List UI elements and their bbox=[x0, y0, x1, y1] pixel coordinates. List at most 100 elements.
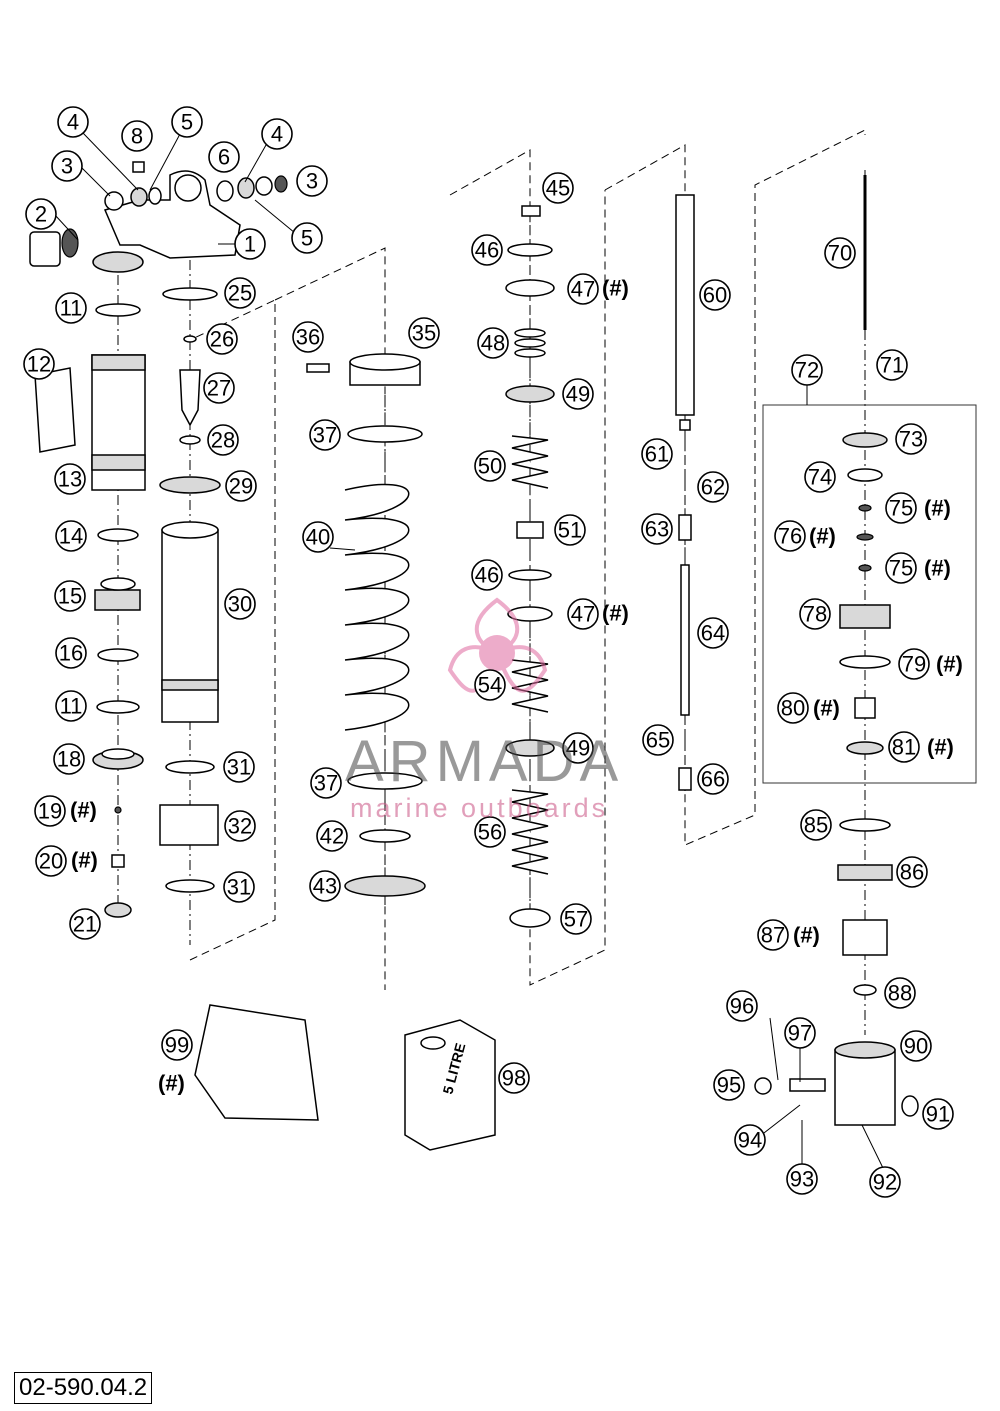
hash-76: (#) bbox=[809, 524, 836, 549]
svg-text:1: 1 bbox=[244, 232, 256, 257]
callout-94: 94 bbox=[734, 1124, 766, 1156]
callout-8: 8 bbox=[121, 120, 153, 152]
callout-99: 99 bbox=[161, 1029, 193, 1061]
spring-column bbox=[306, 353, 426, 897]
callout-2: 2 bbox=[25, 198, 57, 230]
callout-75b: 75 bbox=[885, 552, 917, 584]
watermark-tagline: marine outboards bbox=[350, 793, 609, 823]
hash-75b: (#) bbox=[924, 556, 951, 581]
svg-text:86: 86 bbox=[900, 860, 924, 885]
callout-19: 19 bbox=[34, 795, 66, 827]
svg-text:60: 60 bbox=[703, 283, 727, 308]
callout-28: 28 bbox=[207, 424, 239, 456]
callout-92: 92 bbox=[869, 1166, 901, 1198]
callout-93: 93 bbox=[786, 1163, 818, 1195]
svg-text:97: 97 bbox=[788, 1021, 812, 1046]
top-mount bbox=[29, 161, 288, 273]
svg-text:71: 71 bbox=[880, 353, 904, 378]
svg-text:49: 49 bbox=[566, 736, 590, 761]
svg-text:5: 5 bbox=[181, 110, 193, 135]
hash-20: (#) bbox=[71, 848, 98, 873]
callout-40: 40 bbox=[302, 521, 334, 553]
callout-4b: 4 bbox=[261, 118, 293, 150]
callout-29: 29 bbox=[225, 470, 257, 502]
svg-text:4: 4 bbox=[271, 122, 283, 147]
svg-text:3: 3 bbox=[61, 154, 73, 179]
svg-text:95: 95 bbox=[717, 1073, 741, 1098]
svg-text:37: 37 bbox=[313, 423, 337, 448]
callout-95: 95 bbox=[713, 1069, 745, 1101]
hash-markers: (#) (#) (#) (#) (#) (#) (#) (#) (#) (#) … bbox=[70, 276, 963, 1096]
callout-47: 47 bbox=[567, 273, 599, 305]
hash-47b: (#) bbox=[602, 601, 629, 626]
svg-text:26: 26 bbox=[210, 327, 234, 352]
callout-30: 30 bbox=[224, 588, 256, 620]
callout-3b: 3 bbox=[296, 165, 328, 197]
callout-group: 1 2 3 4 5 8 6 4 3 5 11 25 26 12 27 28 13… bbox=[23, 106, 954, 1198]
svg-text:8: 8 bbox=[131, 124, 143, 149]
callout-70: 70 bbox=[824, 237, 856, 269]
svg-text:45: 45 bbox=[546, 176, 570, 201]
callout-62: 62 bbox=[697, 471, 729, 503]
callout-65: 65 bbox=[642, 724, 674, 756]
svg-text:92: 92 bbox=[873, 1170, 897, 1195]
svg-text:80: 80 bbox=[781, 696, 805, 721]
callout-54: 54 bbox=[474, 669, 506, 701]
callout-91: 91 bbox=[922, 1098, 954, 1130]
callout-35: 35 bbox=[408, 317, 440, 349]
callout-36: 36 bbox=[292, 321, 324, 353]
svg-text:14: 14 bbox=[59, 524, 83, 549]
svg-text:98: 98 bbox=[502, 1066, 526, 1091]
left-column-parts bbox=[34, 303, 146, 918]
callout-63: 63 bbox=[641, 513, 673, 545]
watermark-logo bbox=[447, 597, 548, 693]
kit-and-oil bbox=[194, 1004, 496, 1151]
svg-text:63: 63 bbox=[645, 517, 669, 542]
callout-48: 48 bbox=[477, 327, 509, 359]
svg-text:46: 46 bbox=[475, 238, 499, 263]
hash-99: (#) bbox=[158, 1071, 185, 1096]
callout-73: 73 bbox=[895, 423, 927, 455]
callout-21: 21 bbox=[69, 908, 101, 940]
callout-72: 72 bbox=[791, 354, 823, 386]
callout-18: 18 bbox=[53, 743, 85, 775]
leader-lines bbox=[54, 132, 884, 1169]
callout-97: 97 bbox=[784, 1017, 816, 1049]
svg-text:37: 37 bbox=[314, 771, 338, 796]
callout-31b: 31 bbox=[223, 871, 255, 903]
svg-text:19: 19 bbox=[38, 799, 62, 824]
svg-text:32: 32 bbox=[228, 814, 252, 839]
callout-31: 31 bbox=[223, 751, 255, 783]
callout-16: 16 bbox=[55, 637, 87, 669]
svg-text:66: 66 bbox=[701, 767, 725, 792]
callout-27: 27 bbox=[203, 372, 235, 404]
callout-25: 25 bbox=[224, 277, 256, 309]
callout-1: 1 bbox=[234, 228, 266, 260]
svg-text:5: 5 bbox=[301, 226, 313, 251]
svg-text:75: 75 bbox=[889, 496, 913, 521]
svg-text:76: 76 bbox=[778, 524, 802, 549]
callout-50: 50 bbox=[474, 450, 506, 482]
svg-text:61: 61 bbox=[645, 442, 669, 467]
svg-text:20: 20 bbox=[39, 849, 63, 874]
reference-code: 02-590.04.2 bbox=[14, 1372, 153, 1404]
callout-78: 78 bbox=[799, 598, 831, 630]
callout-60: 60 bbox=[699, 279, 731, 311]
svg-text:56: 56 bbox=[478, 820, 502, 845]
svg-text:4: 4 bbox=[67, 110, 79, 135]
svg-text:79: 79 bbox=[902, 652, 926, 677]
hash-80: (#) bbox=[813, 696, 840, 721]
right-column bbox=[754, 175, 977, 1126]
callout-37b: 37 bbox=[310, 767, 342, 799]
callout-81: 81 bbox=[888, 731, 920, 763]
callout-85: 85 bbox=[800, 809, 832, 841]
svg-text:48: 48 bbox=[481, 331, 505, 356]
svg-text:35: 35 bbox=[412, 321, 436, 346]
svg-text:75: 75 bbox=[889, 556, 913, 581]
svg-text:78: 78 bbox=[803, 602, 827, 627]
callout-47b: 47 bbox=[567, 598, 599, 630]
callout-32: 32 bbox=[224, 810, 256, 842]
svg-text:42: 42 bbox=[320, 824, 344, 849]
callout-15: 15 bbox=[54, 580, 86, 612]
svg-text:31: 31 bbox=[227, 875, 251, 900]
